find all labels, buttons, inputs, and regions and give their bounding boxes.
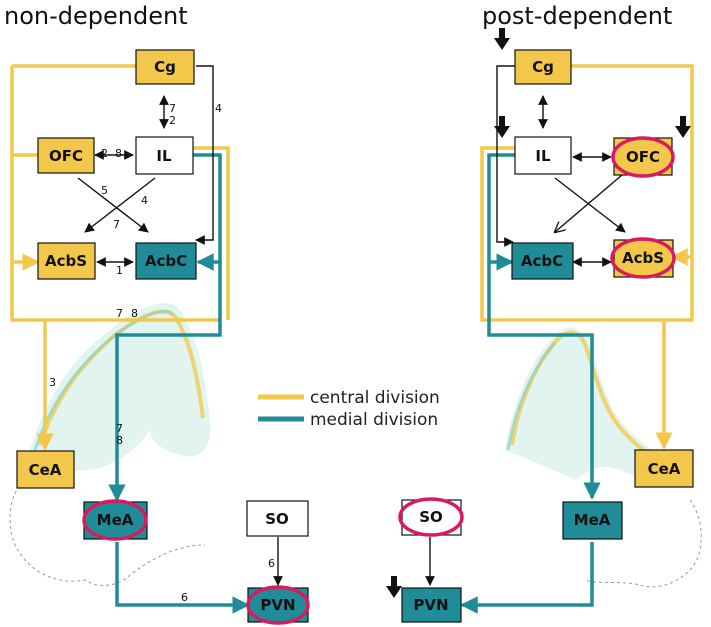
label-central-8: 8 bbox=[131, 307, 138, 320]
label-cross-7: 7 bbox=[113, 218, 120, 231]
svg-text:PVN: PVN bbox=[413, 596, 448, 614]
right-acbs-highlight-ring bbox=[610, 237, 676, 279]
svg-text:Cg: Cg bbox=[154, 58, 176, 76]
svg-text:OFC: OFC bbox=[49, 147, 83, 165]
legend: central division medial division bbox=[258, 388, 440, 430]
right-node-so: SO bbox=[398, 497, 464, 537]
left-node-acbc: AcbC bbox=[135, 242, 197, 280]
left-node-mea: MeA bbox=[82, 499, 148, 541]
label-cea-3: 3 bbox=[49, 376, 56, 389]
svg-text:SO: SO bbox=[265, 510, 289, 528]
left-mea-highlight-ring bbox=[82, 499, 148, 541]
label-cg-il-2: 2 bbox=[169, 114, 176, 127]
decrease-arrow-pvn bbox=[386, 576, 402, 598]
label-acb-1: 1 bbox=[116, 264, 123, 277]
right-node-pvn: PVN bbox=[401, 587, 462, 623]
svg-text:IL: IL bbox=[156, 147, 172, 165]
left-panel-title: non-dependent bbox=[4, 2, 188, 30]
label-cross-5: 5 bbox=[101, 184, 108, 197]
legend-medial-label: medial division bbox=[310, 410, 438, 430]
left-projection-arrows bbox=[77, 65, 283, 586]
left-node-pvn: PVN bbox=[246, 585, 310, 625]
svg-text:PVN: PVN bbox=[260, 596, 295, 614]
label-cg-acbc-4: 4 bbox=[215, 102, 222, 115]
label-ofc-il-2: 2 bbox=[101, 147, 108, 160]
svg-text:AcbC: AcbC bbox=[521, 252, 563, 270]
label-mea-7: 7 bbox=[116, 422, 123, 435]
label-mea-8: 8 bbox=[116, 434, 123, 447]
svg-text:AcbC: AcbC bbox=[145, 252, 187, 270]
svg-text:AcbS: AcbS bbox=[45, 252, 87, 270]
svg-text:MeA: MeA bbox=[574, 511, 611, 529]
right-node-acbs: AcbS bbox=[610, 237, 676, 279]
label-so-pvn-6: 6 bbox=[268, 557, 275, 570]
right-ofc-highlight-ring bbox=[611, 136, 675, 178]
left-amygdala-shape bbox=[9, 302, 211, 586]
label-cross-4: 4 bbox=[141, 194, 148, 207]
right-projection-arrows bbox=[425, 65, 626, 586]
decrease-arrow-il bbox=[494, 116, 510, 138]
decrease-arrow-cg bbox=[494, 28, 510, 50]
label-cg-il-7: 7 bbox=[169, 102, 176, 115]
svg-text:SO: SO bbox=[419, 508, 443, 526]
left-node-il: IL bbox=[135, 136, 194, 175]
right-node-cg: Cg bbox=[514, 49, 572, 85]
svg-text:OFC: OFC bbox=[626, 148, 660, 166]
legend-central-label: central division bbox=[310, 388, 440, 408]
left-node-acbs: AcbS bbox=[37, 242, 96, 280]
svg-text:AcbS: AcbS bbox=[622, 249, 664, 267]
left-node-cg: Cg bbox=[135, 49, 195, 85]
right-amygdala-shape bbox=[505, 327, 702, 588]
left-medial-division-lines bbox=[108, 153, 250, 614]
left-node-so: SO bbox=[246, 500, 309, 537]
right-node-acbc: AcbC bbox=[511, 242, 574, 280]
svg-text:CeA: CeA bbox=[29, 461, 62, 479]
left-central-division-lines bbox=[10, 64, 230, 451]
decrease-arrow-ofc bbox=[675, 116, 691, 138]
right-medial-division-lines bbox=[460, 153, 601, 614]
label-ofc-il-8: 8 bbox=[115, 147, 122, 160]
label-mea-pvn-6: 6 bbox=[181, 591, 188, 604]
right-so-highlight-ring bbox=[398, 497, 464, 537]
right-node-il: IL bbox=[514, 136, 572, 175]
right-decrease-arrows bbox=[386, 28, 691, 598]
left-node-ofc: OFC bbox=[37, 137, 95, 174]
right-node-mea: MeA bbox=[562, 501, 623, 540]
svg-text:Cg: Cg bbox=[532, 58, 554, 76]
left-node-cea: CeA bbox=[16, 450, 75, 489]
svg-text:CeA: CeA bbox=[648, 460, 681, 478]
label-central-7: 7 bbox=[116, 307, 123, 320]
left-pvn-highlight-ring bbox=[246, 585, 310, 625]
right-node-ofc: OFC bbox=[611, 136, 675, 178]
right-panel-title: post-dependent bbox=[482, 2, 672, 30]
right-node-cea: CeA bbox=[634, 449, 694, 488]
svg-text:IL: IL bbox=[535, 147, 551, 165]
svg-text:MeA: MeA bbox=[97, 511, 134, 529]
